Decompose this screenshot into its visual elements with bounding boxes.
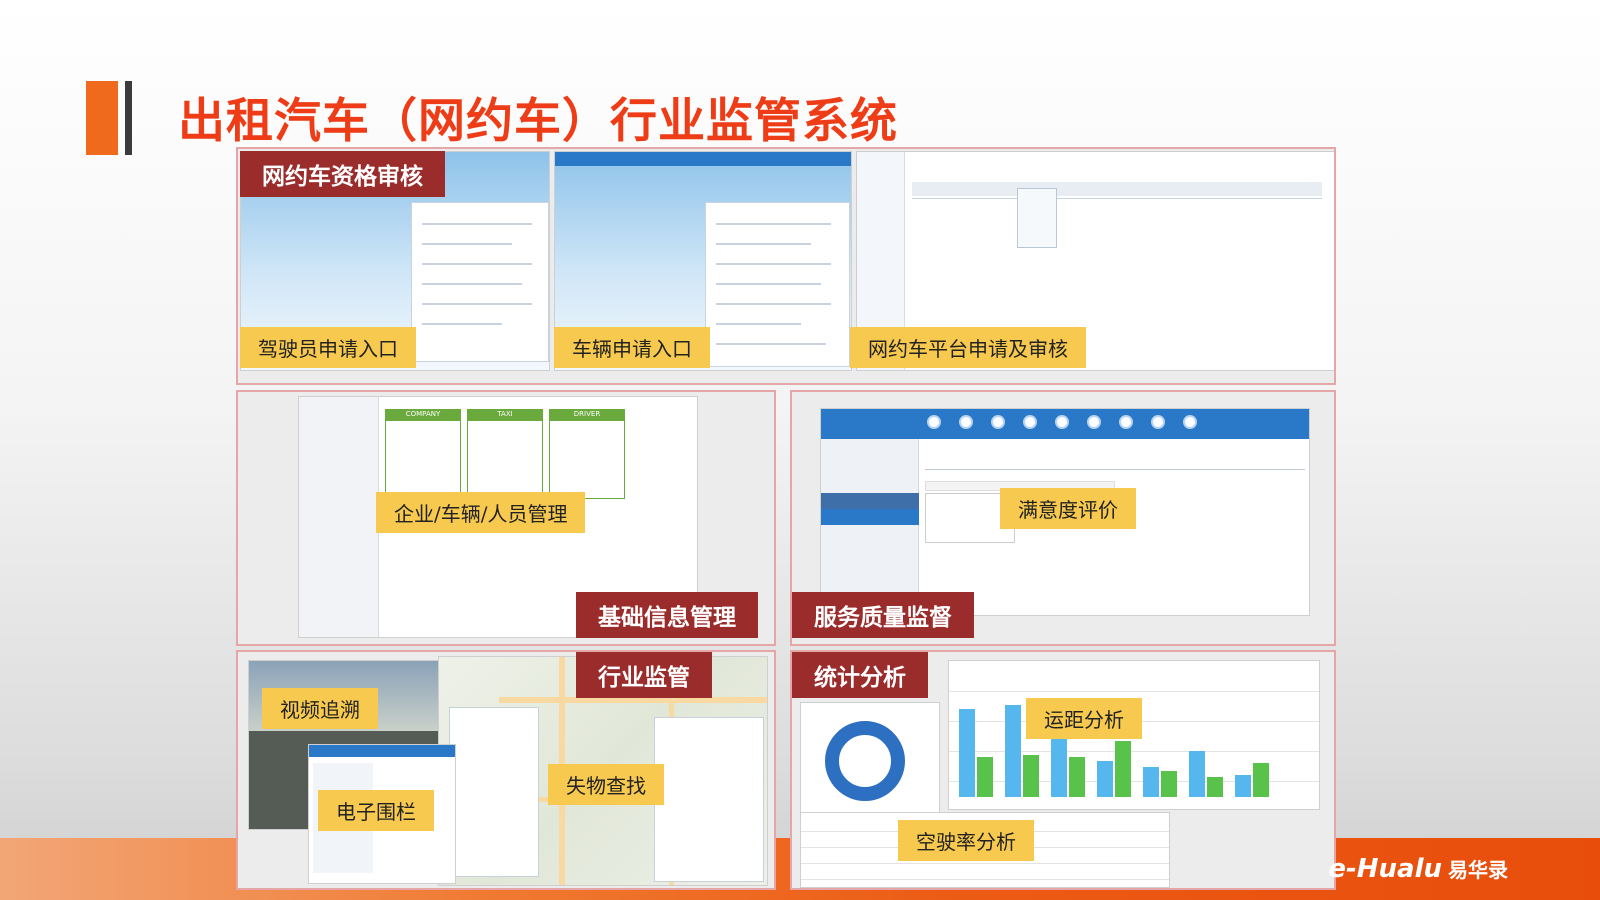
title-accent-bar bbox=[86, 81, 118, 155]
security-icon bbox=[1023, 415, 1037, 429]
electronic-fence-label[interactable]: 电子围栏 bbox=[318, 790, 434, 831]
globe-icon bbox=[1151, 415, 1165, 429]
qualification-header: 网约车资格审核 bbox=[240, 151, 445, 197]
statistics-panel: 统计分析 运距分析 空驶率分析 bbox=[790, 650, 1336, 890]
ops-icon bbox=[1119, 415, 1133, 429]
basic-info-panel: COMPANY TAXI DRIVER 企业/车辆/人员管理 基础信息管理 bbox=[236, 390, 776, 646]
service-quality-panel: 满意度评价 服务质量监督 bbox=[790, 390, 1336, 646]
payment-icon bbox=[1183, 415, 1197, 429]
video-trace-label[interactable]: 视频追溯 bbox=[262, 688, 378, 729]
basic-info-header: 基础信息管理 bbox=[576, 592, 758, 638]
enterprise-vehicle-personnel-label[interactable]: 企业/车辆/人员管理 bbox=[376, 492, 586, 533]
statistics-header: 统计分析 bbox=[792, 652, 928, 698]
empty-rate-chart-screenshot bbox=[800, 702, 940, 822]
distance-analysis-label[interactable]: 运距分析 bbox=[1026, 698, 1142, 739]
driver-application-label[interactable]: 驾驶员申请入口 bbox=[240, 327, 416, 368]
satisfaction-evaluation-label[interactable]: 满意度评价 bbox=[1000, 488, 1136, 529]
qualification-panel: 网约车资格审核 驾驶员申请入口 车辆申请入口 网约车平台申请及审核 bbox=[236, 147, 1336, 385]
industry-supervision-panel: 行业监管 视频追溯 电子围栏 失物查找 bbox=[236, 650, 776, 890]
brand-cn-text: 易华录 bbox=[1448, 858, 1508, 882]
empty-rate-analysis-label[interactable]: 空驶率分析 bbox=[898, 820, 1034, 861]
vehicle-application-label[interactable]: 车辆申请入口 bbox=[554, 327, 710, 368]
column-head-taxi: TAXI bbox=[497, 410, 513, 418]
chart-icon bbox=[991, 415, 1005, 429]
column-head-company: COMPANY bbox=[405, 410, 441, 418]
industry-supervision-header: 行业监管 bbox=[576, 652, 712, 698]
title-accent-line bbox=[125, 81, 132, 155]
column-head-driver: DRIVER bbox=[573, 410, 601, 418]
brand-logo-text: e-Hualu bbox=[1328, 854, 1442, 884]
service-quality-header: 服务质量监督 bbox=[792, 592, 974, 638]
data-management-icon bbox=[959, 415, 973, 429]
home-icon bbox=[927, 415, 941, 429]
lost-item-search-label[interactable]: 失物查找 bbox=[548, 764, 664, 805]
page-title: 出租汽车（网约车）行业监管系统 bbox=[178, 94, 898, 149]
info-publish-icon bbox=[1087, 415, 1101, 429]
crown-icon bbox=[1055, 415, 1069, 429]
platform-review-label[interactable]: 网约车平台申请及审核 bbox=[850, 327, 1086, 368]
